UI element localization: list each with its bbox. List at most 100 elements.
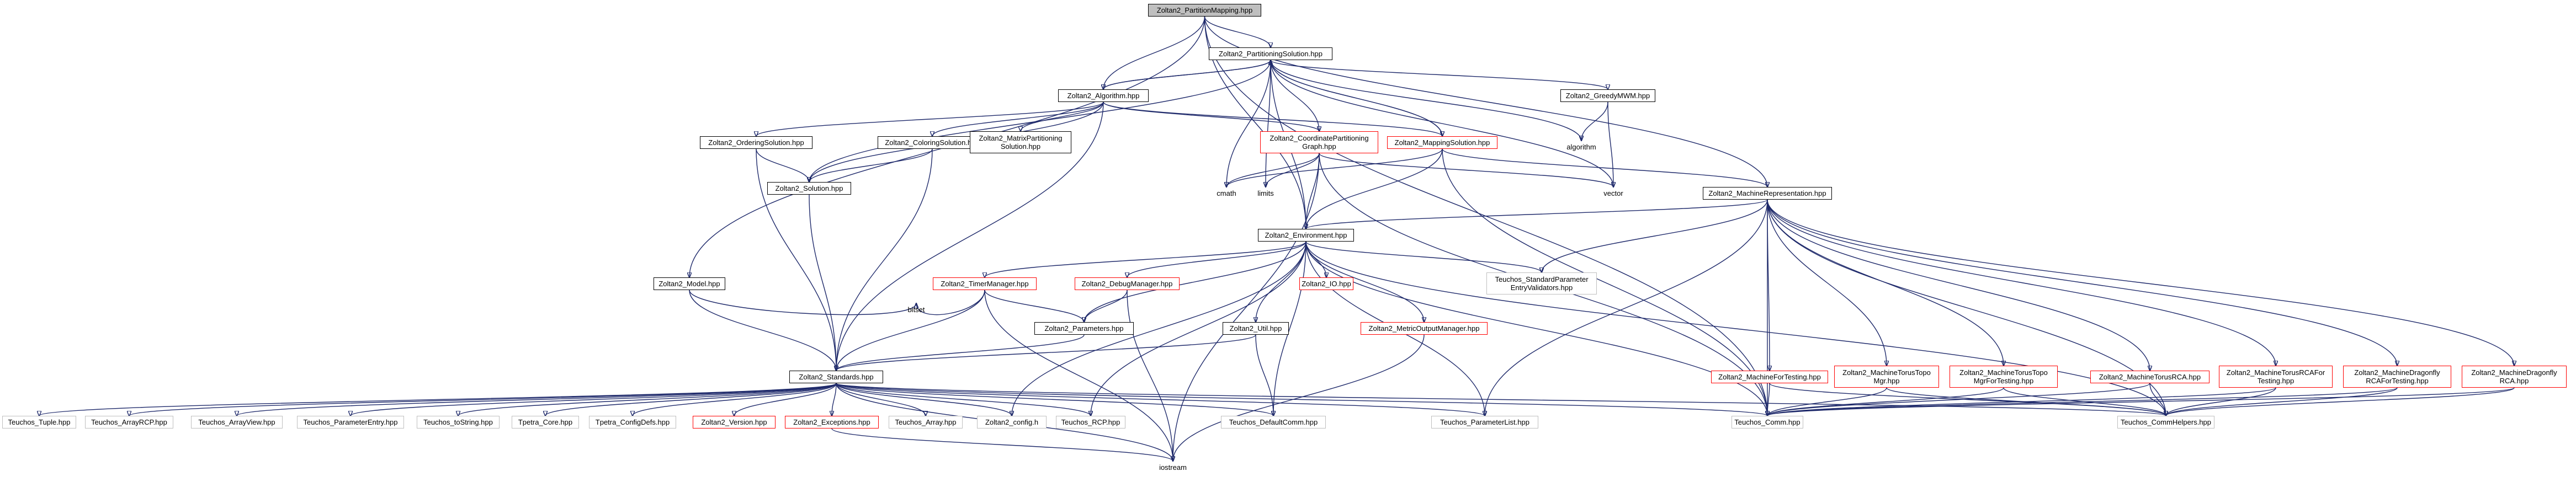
node-std-algorithm[interactable]: algorithm [1566,143,1596,151]
edge-std-to-zconf [836,383,1012,416]
node-ordering-solution[interactable]: Zoltan2_OrderingSolution.hpp [700,136,812,149]
edge-env-to-tcomm [1305,241,1767,416]
node-std-iostream[interactable]: iostream [1159,463,1187,472]
edge-mrep-to-plist [1485,199,1768,416]
node-greedy-mwm[interactable]: Zoltan2_GreedyMWM.hpp [1560,89,1655,102]
edge-env-to-tch [1305,241,2166,416]
edge-std-to-tarr [836,383,926,416]
edge-mapsol-to-psol [1271,60,1443,137]
edge-metric-to-iostream [1173,334,1425,461]
node-teuchos-rcp[interactable]: Teuchos_RCP.hpp [1056,416,1125,429]
node-machine-representation[interactable]: Zoltan2_MachineRepresentation.hpp [1703,187,1832,200]
node-teuchos-default-comm[interactable]: Teuchos_DefaultComm.hpp [1221,416,1326,429]
edge-psol-to-vector [1270,60,1613,187]
node-mapping-solution[interactable]: Zoltan2_MappingSolution.hpp [1387,136,1497,149]
node-coordinate-partitioning-graph[interactable]: Zoltan2_CoordinatePartitioning Graph.hpp [1260,131,1378,153]
edge-mtrcat-to-tch [2166,387,2276,416]
edge-mrep-to-mtrcat [1767,199,2276,366]
node-machine-torus-rca-for-testing[interactable]: Zoltan2_MachineTorusRCAFor Testing.hpp [2219,366,2333,388]
node-metric-output-manager[interactable]: Zoltan2_MetricOutputManager.hpp [1361,322,1488,335]
node-machine-torus-rca[interactable]: Zoltan2_MachineTorusRCA.hpp [2090,371,2209,383]
edge-ordsol-to-std [756,148,836,371]
node-teuchos-array-view[interactable]: Teuchos_ArrayView.hpp [191,416,283,429]
edge-std-to-exc [832,383,837,416]
edge-psol-to-cpg [1270,60,1319,131]
node-matrix-partitioning-solution[interactable]: Zoltan2_MatrixPartitioning Solution.hpp [970,131,1071,153]
edge-mrep-to-mft [1767,199,1770,371]
node-timer-manager[interactable]: Zoltan2_TimerManager.hpp [933,277,1037,290]
edge-env-to-metric [1305,241,1424,322]
node-environment[interactable]: Zoltan2_Environment.hpp [1258,229,1354,242]
edge-colsol-to-sol [809,148,933,182]
edge-mapsol-to-tcomm [1442,148,1767,416]
edge-greedy-to-vector [1607,101,1613,187]
node-machine-torus-topo-mgr-for-testing[interactable]: Zoltan2_MachineTorusTopo MgrForTesting.h… [1950,366,2058,388]
node-teuchos-array-rcp[interactable]: Teuchos_ArrayRCP.hpp [85,416,173,429]
node-teuchos-comm-helpers[interactable]: Teuchos_CommHelpers.hpp [2117,416,2214,429]
node-std-vector[interactable]: vector [1603,189,1623,197]
edge-sol-to-std [809,194,836,371]
edge-debug-to-iostream [1127,290,1173,461]
node-teuchos-parameter-list[interactable]: Teuchos_ParameterList.hpp [1431,416,1538,429]
node-tpetra-core[interactable]: Tpetra_Core.hpp [512,416,579,429]
node-algorithm[interactable]: Zoltan2_Algorithm.hpp [1058,89,1149,102]
edge-alg-to-ordsol [756,101,1104,136]
node-machine-for-testing[interactable]: Zoltan2_MachineForTesting.hpp [1711,371,1828,383]
edge-mapsol-to-env [1306,148,1443,229]
node-machine-torus-topo-mgr[interactable]: Zoltan2_MachineTorusTopo Mgr.hpp [1834,366,1939,388]
edge-mapsol-to-mrep [1442,148,1767,187]
edge-env-to-params [1084,241,1306,322]
node-machine-dragonfly-rca-for-testing[interactable]: Zoltan2_MachineDragonfly RCAForTesting.h… [2343,366,2451,388]
edge-root-to-alg [1103,16,1205,89]
node-version[interactable]: Zoltan2_Version.hpp [693,416,776,429]
edge-mdrt-to-tch [2166,387,2398,416]
node-std-cmath[interactable]: cmath [1217,189,1236,197]
edge-mtrcat-to-tcomm [1767,387,2276,416]
node-debug-manager[interactable]: Zoltan2_DebugManager.hpp [1075,277,1180,290]
node-partition-mapping[interactable]: Zoltan2_PartitionMapping.hpp [1148,4,1261,17]
node-teuchos-parameter-entry[interactable]: Teuchos_ParameterEntry.hpp [297,416,404,429]
edge-model-to-std [689,290,836,371]
edge-root-to-psol [1204,16,1271,47]
node-coloring-solution[interactable]: Zoltan2_ColoringSolution.hpp [878,136,987,149]
edge-params-to-std [836,334,1085,371]
edge-alg-to-std [836,101,1104,371]
node-teuchos-to-string[interactable]: Teuchos_toString.hpp [417,416,500,429]
edge-mapsol-to-cmath [1226,148,1443,187]
node-teuchos-comm[interactable]: Teuchos_Comm.hpp [1732,416,1803,429]
node-zoltan2-config[interactable]: Zoltan2_config.h [977,416,1047,429]
edge-cpg-to-limits [1266,153,1320,187]
edge-std-to-dcomm [836,383,1273,416]
node-solution[interactable]: Zoltan2_Solution.hpp [767,182,851,195]
edge-exc-to-iostream [831,428,1173,461]
node-partitioning-solution[interactable]: Zoltan2_PartitioningSolution.hpp [1209,47,1332,60]
node-std-limits[interactable]: limits [1257,189,1274,197]
edge-psol-to-algorithm [1270,60,1581,141]
node-teuchos-standard-parameter-entry-validators[interactable]: Teuchos_StandardParameter EntryValidator… [1486,272,1597,294]
edge-ordsol-to-sol [756,148,809,182]
edge-env-to-debug [1127,241,1306,277]
node-std-bitset[interactable]: bitset [907,306,925,314]
edge-std-to-plist [836,383,1485,416]
node-exceptions[interactable]: Zoltan2_Exceptions.hpp [785,416,879,429]
edge-cpg-to-iostream [1173,153,1320,461]
edge-model-to-bitset [689,290,916,315]
node-machine-dragonfly-rca[interactable]: Zoltan2_MachineDragonfly RCA.hpp [2462,366,2567,388]
node-tpetra-config-defs[interactable]: Tpetra_ConfigDefs.hpp [589,416,676,429]
node-standards[interactable]: Zoltan2_Standards.hpp [789,371,883,383]
edge-mrep-to-mtm [1767,199,1887,366]
node-model[interactable]: Zoltan2_Model.hpp [654,277,725,290]
edge-mrep-to-mtrca [1767,199,2150,371]
edge-std-to-aview [237,383,837,416]
node-io[interactable]: Zoltan2_IO.hpp [1299,277,1353,290]
edge-alg-to-mpsol [1021,101,1104,131]
edge-util-to-std [836,334,1256,371]
edge-psol-to-cmath [1226,60,1271,187]
edge-mdrt-to-tcomm [1767,387,2398,416]
node-util[interactable]: Zoltan2_Util.hpp [1223,322,1289,335]
node-teuchos-array[interactable]: Teuchos_Array.hpp [889,416,963,429]
node-parameters[interactable]: Zoltan2_Parameters.hpp [1034,322,1134,335]
node-teuchos-tuple[interactable]: Teuchos_Tuple.hpp [2,416,76,429]
